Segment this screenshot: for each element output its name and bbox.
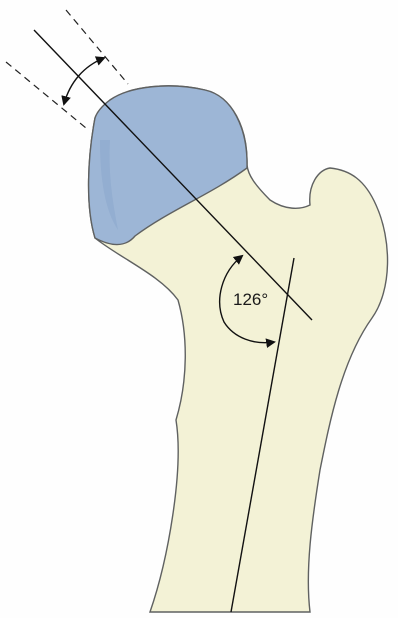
angle-label: 126° xyxy=(233,290,268,309)
